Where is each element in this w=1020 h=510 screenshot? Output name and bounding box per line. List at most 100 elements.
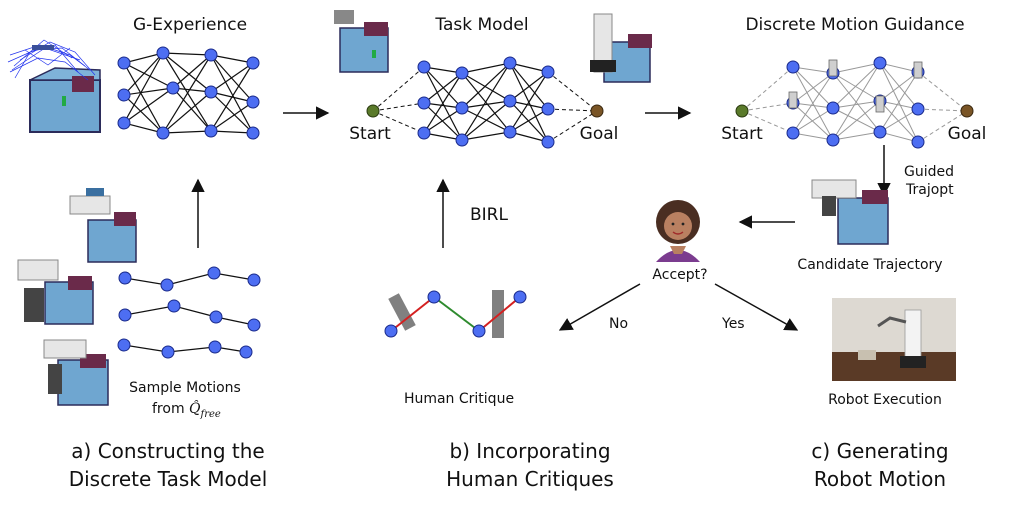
candidate-trajectory-illustration: [811, 179, 889, 245]
task-model-title: Task Model: [434, 15, 528, 35]
avatar-face: [664, 212, 692, 240]
graph-node: [246, 56, 260, 70]
birl-label: BIRL: [470, 205, 508, 225]
task-model-graph-edges: [423, 62, 549, 143]
section-a-title-line2: Discrete Task Model: [69, 467, 268, 491]
from-label: from Q̂free: [152, 399, 221, 420]
sample-node: [247, 318, 261, 332]
graph-node: [786, 126, 800, 140]
goal-node: [590, 104, 604, 118]
graph-node: [503, 125, 517, 139]
graph-node: [246, 126, 260, 140]
g-experience-title: G-Experience: [133, 15, 247, 35]
panel-c: Discrete Motion Guidance: [558, 15, 987, 491]
q-free-subscript: free: [200, 409, 221, 420]
panel-a: G-Experience: [7, 15, 268, 491]
section-a-title-line1: a) Constructing the: [71, 439, 264, 463]
no-label: No: [609, 316, 628, 332]
sample-node: [247, 273, 261, 287]
sample-node: [167, 299, 181, 313]
graph-node: [873, 125, 887, 139]
robot-bin-wireframe-illustration: [7, 39, 101, 133]
graph-node: [117, 56, 131, 70]
graph-node: [786, 60, 800, 74]
sample-node: [160, 278, 174, 292]
graph-node: [204, 124, 218, 138]
q-free-symbol: Q̂: [189, 399, 201, 417]
robot-sample-illustration: [69, 188, 137, 263]
sample-node: [117, 338, 131, 352]
guidance-graph-edges: [792, 62, 919, 143]
robot-pose-markers: [788, 59, 923, 113]
sample-node: [209, 310, 223, 324]
candidate-trajectory-label: Candidate Trajectory: [797, 257, 942, 273]
start-node: [366, 104, 380, 118]
goal-label: Goal: [948, 124, 987, 144]
robot-sample-illustration: [17, 259, 94, 325]
yes-arrow: [714, 283, 799, 331]
graph-node: [826, 133, 840, 147]
sample-node: [239, 345, 253, 359]
robot-execution-photo: [832, 298, 956, 381]
section-c-title-line1: c) Generating: [811, 439, 948, 463]
goal-node: [960, 104, 974, 118]
graph-node: [417, 60, 431, 74]
human-avatar: [656, 200, 700, 262]
sample-node: [118, 271, 132, 285]
guidance-dashed-edges: [741, 66, 968, 143]
graph-node: [117, 88, 131, 102]
graph-node: [873, 56, 887, 70]
graph-node: [117, 116, 131, 130]
yes-label: Yes: [721, 316, 745, 332]
g-experience-graph: [123, 52, 254, 134]
graph-node: [455, 66, 469, 80]
critique-red-segment: [478, 296, 521, 332]
graph-node: [417, 96, 431, 110]
section-b-title-line2: Human Critiques: [446, 467, 614, 491]
sample-motion-paths: [123, 272, 255, 353]
section-c-title-line2: Robot Motion: [814, 467, 946, 491]
graph-node: [166, 81, 180, 95]
accept-label: Accept?: [652, 267, 707, 283]
task-model-dashed-edges: [372, 66, 598, 143]
critique-green-segment: [433, 296, 480, 332]
graph-node: [541, 102, 555, 116]
sample-node: [208, 340, 222, 354]
graph-node: [455, 133, 469, 147]
g-experience-nodes: [117, 46, 260, 140]
graph-node: [455, 101, 469, 115]
obstacle-left: [388, 293, 416, 331]
graph-node: [156, 46, 170, 60]
robot-execution-label: Robot Execution: [828, 392, 942, 408]
sample-node: [161, 345, 175, 359]
graph-node: [246, 95, 260, 109]
graph-node: [541, 135, 555, 149]
human-critique-label: Human Critique: [404, 391, 514, 407]
graph-node: [204, 85, 218, 99]
section-b-title-line1: b) Incorporating: [449, 439, 610, 463]
graph-node: [503, 56, 517, 70]
sample-node: [118, 308, 132, 322]
critique-node: [513, 290, 527, 304]
graph-node: [911, 135, 925, 149]
graph-node: [204, 48, 218, 62]
guided-label: Guided: [904, 164, 954, 180]
human-critique-illustration: [384, 290, 527, 338]
sample-motion-nodes: [117, 266, 261, 359]
no-arrow: [558, 283, 641, 331]
trajopt-label: Trajopt: [905, 182, 954, 198]
graph-node: [503, 94, 517, 108]
task-model-nodes: [417, 56, 555, 149]
robot-bin-illustration: [334, 10, 389, 73]
goal-label: Goal: [580, 124, 619, 144]
avatar-shirt: [656, 250, 700, 262]
discrete-motion-guidance-title: Discrete Motion Guidance: [745, 15, 964, 35]
critique-node: [384, 324, 398, 338]
graph-node: [541, 65, 555, 79]
panel-b: Task Model: [334, 10, 652, 491]
start-label: Start: [349, 124, 391, 144]
graph-node: [911, 102, 925, 116]
start-label: Start: [721, 124, 763, 144]
graph-node: [826, 101, 840, 115]
